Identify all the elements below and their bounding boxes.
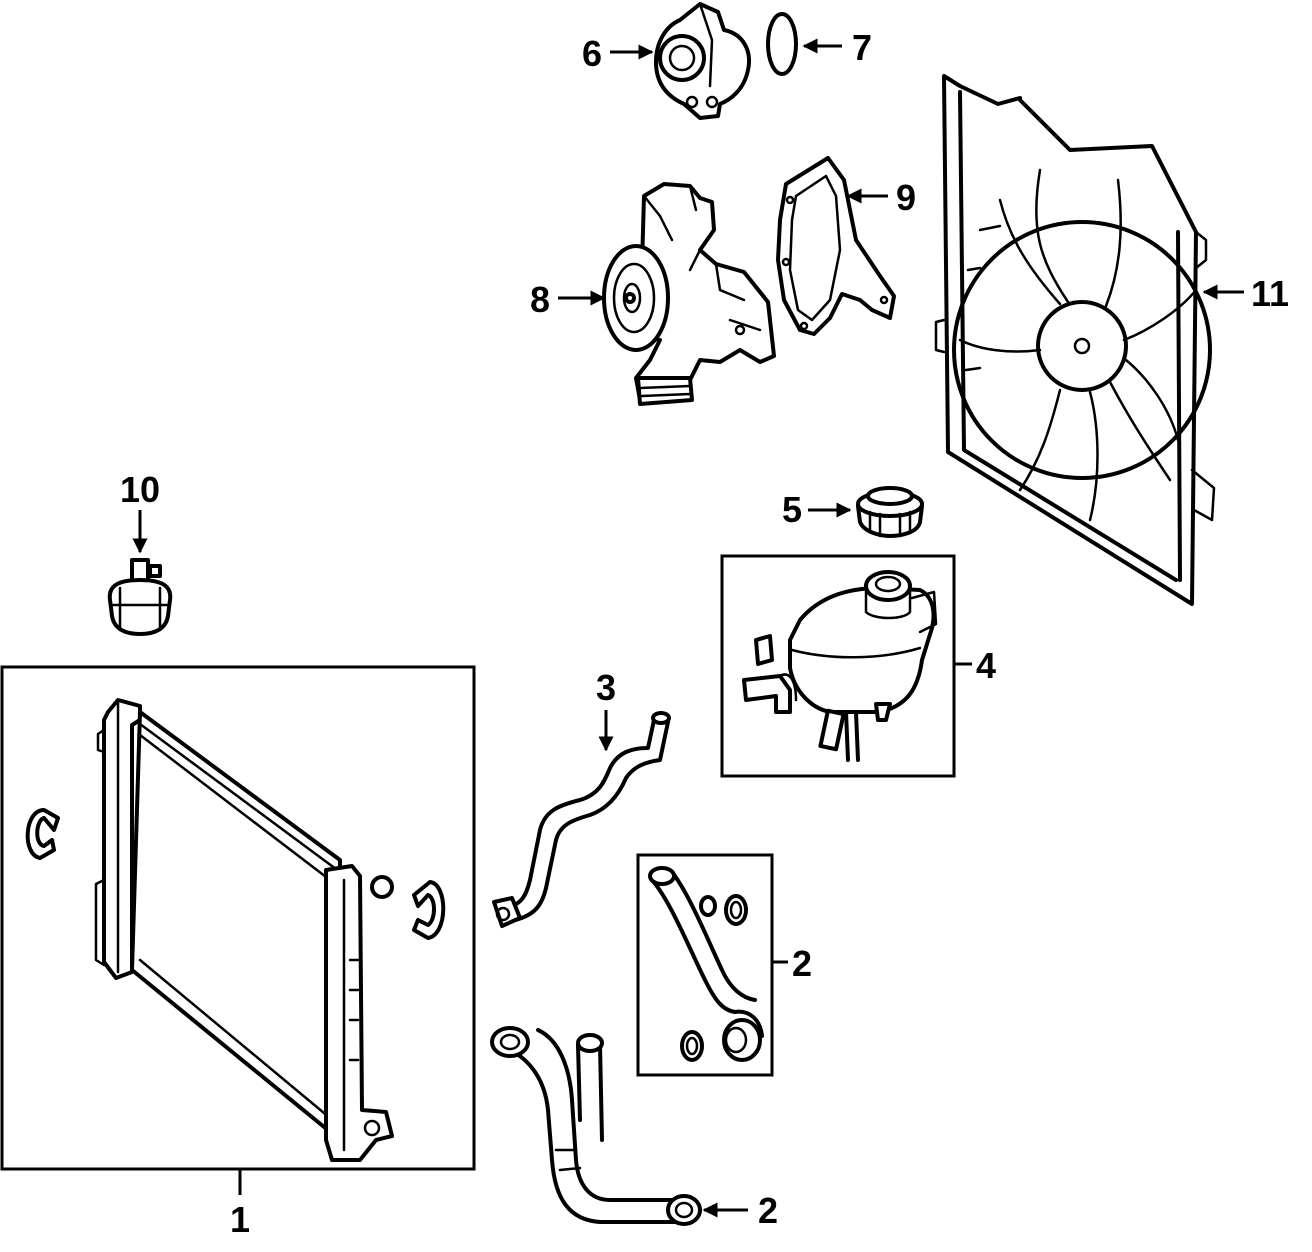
part-7-group: 7: [766, 12, 872, 76]
callout-7: 7: [852, 27, 872, 68]
radiator-clip-right: [412, 880, 446, 940]
part-11-group: 11: [934, 74, 1289, 606]
heater-hose-part: [492, 711, 671, 928]
callout-2-kit: 2: [792, 943, 812, 984]
callout-1: 1: [230, 1199, 250, 1240]
callout-2-lower: 2: [758, 1190, 778, 1231]
hose-kit-part: [648, 866, 764, 1062]
radiator-box: [0, 665, 476, 1171]
fan-shroud-part: [934, 74, 1216, 606]
radiator-part: [94, 698, 394, 1162]
expansion-tank-box: [720, 554, 956, 778]
callout-4: 4: [976, 645, 996, 686]
o-ring-part: [766, 12, 798, 76]
callout-6: 6: [582, 33, 602, 74]
part-3-group: 3: [492, 667, 671, 928]
radiator-group: 1: [0, 665, 476, 1240]
lower-hose-part: [490, 1026, 702, 1226]
pump-gasket-part: [776, 156, 896, 336]
lower-hose-group: 2: [490, 1026, 778, 1231]
callout-5: 5: [782, 489, 802, 530]
part-6-group: 6: [582, 2, 751, 120]
part-8-group: 8: [530, 182, 776, 406]
expansion-tank-group: 4: [720, 554, 996, 778]
radiator-clip-left: [25, 808, 60, 860]
part-9-group: 9: [776, 156, 916, 336]
part-5-group: 5: [782, 486, 924, 538]
hose-kit-group: 2: [636, 853, 812, 1077]
hose-kit-box: [636, 853, 774, 1077]
callout-3: 3: [596, 667, 616, 708]
water-pump-part: [602, 182, 776, 406]
callout-10: 10: [120, 469, 160, 510]
callout-9: 9: [896, 177, 916, 218]
expansion-tank-part: [742, 570, 938, 762]
drain-plug-part: [107, 558, 173, 636]
cap-part: [856, 486, 924, 538]
part-10-group: 10: [107, 469, 173, 636]
callout-8: 8: [530, 279, 550, 320]
callout-11: 11: [1251, 273, 1289, 314]
thermostat-housing-part: [654, 2, 751, 120]
